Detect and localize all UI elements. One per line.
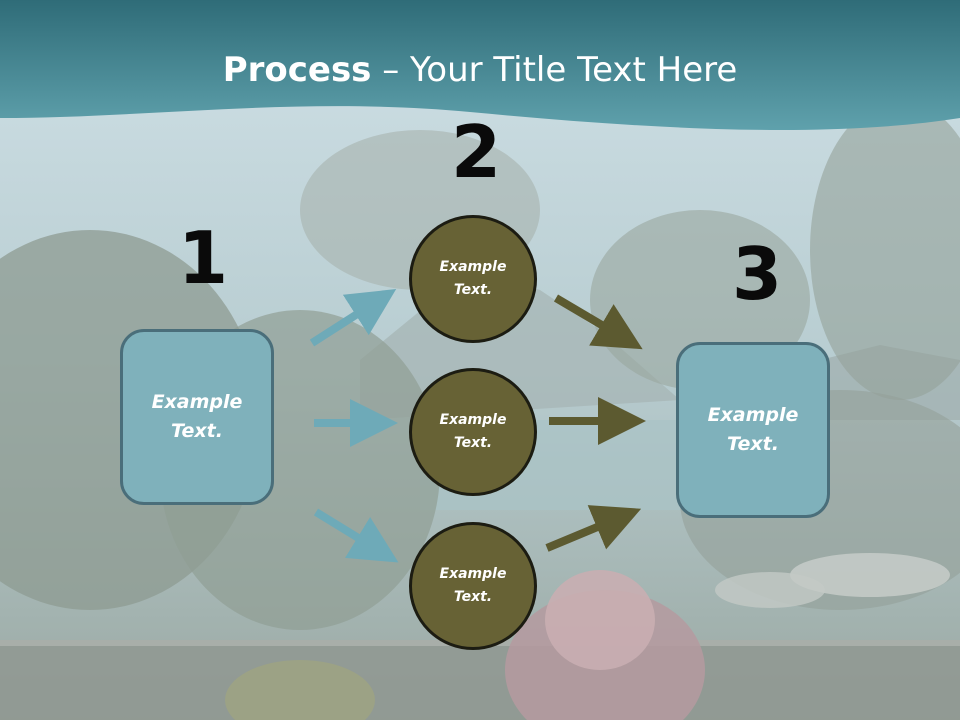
circle-middle-text: Example Text. [439,412,507,451]
arrow-1-to-bottom [313,508,399,563]
arrow-bottom-to-3 [545,505,642,552]
circle-top-text: Example Text. [439,259,507,298]
arrow-1-to-top [309,289,397,347]
title-bold: Process [222,50,372,90]
step-1-box: Example Text. [120,329,274,505]
step-2-circle-top: Example Text. [409,215,537,343]
step-number-1: 1 [178,216,229,300]
step-3-box: Example Text. [676,342,830,518]
circle-bottom-text: Example Text. [439,566,507,605]
step-3-text: Example Text. [707,404,799,455]
step-1-text: Example Text. [151,391,243,442]
title-rest: – Your Title Text Here [371,50,738,90]
step-number-3: 3 [732,232,783,316]
step-2-circle-middle: Example Text. [409,368,537,496]
arrow-top-to-3 [553,294,643,350]
slide-title: Process – Your Title Text Here [0,50,960,90]
step-2-circle-bottom: Example Text. [409,522,537,650]
step-number-2: 2 [451,110,502,194]
